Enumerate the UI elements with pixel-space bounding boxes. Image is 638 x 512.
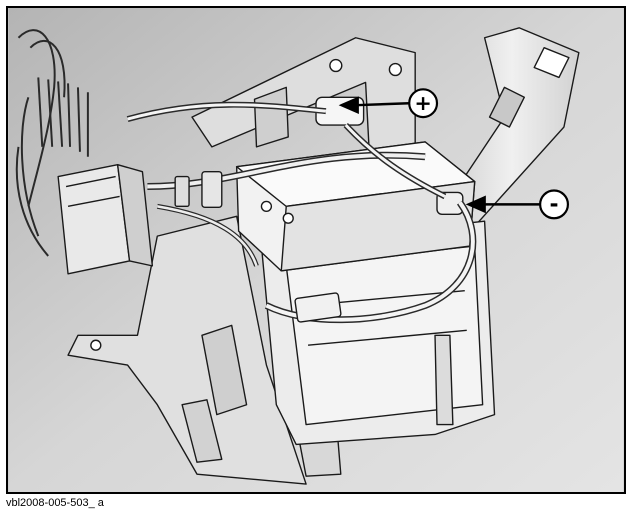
positive-symbol: + <box>414 91 431 115</box>
negative-callout: - <box>539 189 570 220</box>
callout-positive-leader <box>338 96 410 115</box>
figure-caption: vbl2008-005-503_ a <box>6 497 104 509</box>
cable-clip <box>201 170 223 209</box>
negative-symbol: - <box>550 192 559 217</box>
lower-support <box>67 215 307 485</box>
wiring-harness <box>15 29 89 257</box>
illustration-frame: + - <box>6 6 626 494</box>
callout-negative-leader <box>465 195 541 214</box>
electronic-module <box>57 164 154 275</box>
battery-cover-strap <box>444 27 580 227</box>
battery-installation-illustration: + - <box>8 8 624 492</box>
wire-connector <box>294 292 342 323</box>
positive-callout: + <box>408 88 439 119</box>
